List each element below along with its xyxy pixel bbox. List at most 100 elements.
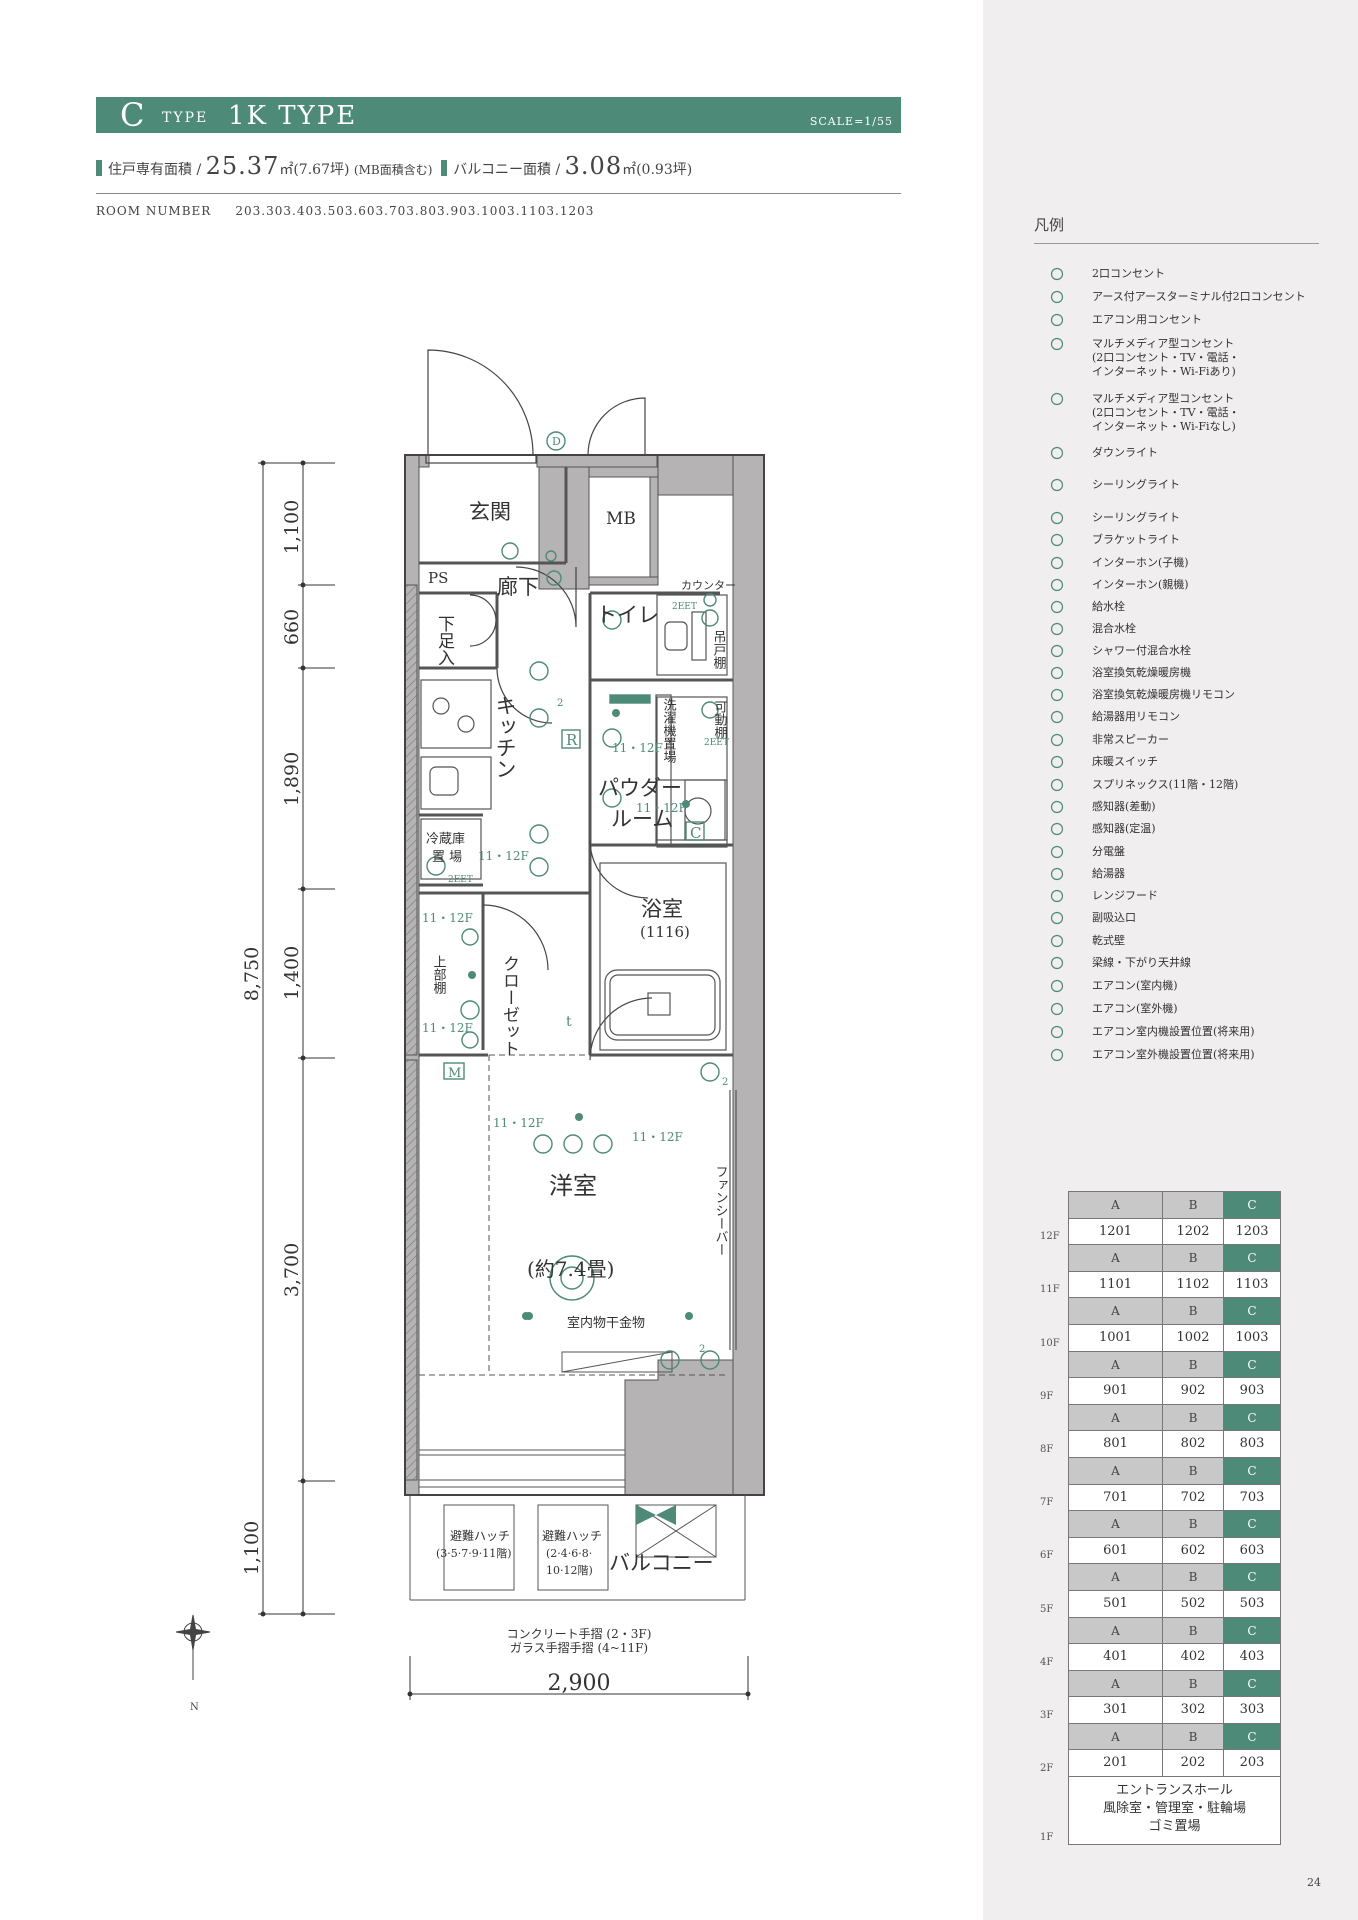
dim-width-2900: 2,900 bbox=[548, 1671, 611, 1696]
legend-label: 非常スピーカー bbox=[1092, 733, 1169, 746]
floor-cell-c: 603 bbox=[1223, 1536, 1281, 1564]
private-area-note: (MB面積含む) bbox=[353, 163, 433, 177]
floor-cell-c: C bbox=[1223, 1403, 1281, 1431]
water-heater-icon bbox=[636, 1505, 676, 1525]
legend-label: ブラケットライト bbox=[1092, 533, 1180, 546]
ground-line-1: エントランスホール bbox=[1116, 1783, 1233, 1799]
legend-label: マルチメディア型コンセント (2口コンセント・TV・電話・ インターネット・Wi… bbox=[1092, 337, 1240, 378]
beam-lines bbox=[419, 892, 727, 1376]
intercom-sub-icon bbox=[1048, 556, 1066, 570]
divider bbox=[96, 193, 901, 194]
legend-label: 混合水栓 bbox=[1092, 622, 1136, 635]
floor-note: 11・12F bbox=[493, 1116, 544, 1130]
outlet-2-icon bbox=[1048, 267, 1066, 281]
bracket-light-icon bbox=[1048, 533, 1066, 547]
water-heater-remote-icon bbox=[1048, 710, 1066, 724]
two-mark: 2 bbox=[557, 698, 563, 709]
emergency-speaker-icon bbox=[1048, 733, 1066, 747]
floor-cell-a: 901 bbox=[1068, 1377, 1162, 1404]
room-label-yokushitsu-size: (1116) bbox=[640, 923, 690, 941]
railing-note-1: コンクリート手摺 (2・3F) bbox=[507, 1626, 652, 1641]
dot-symbols bbox=[468, 709, 693, 1320]
bullet-square-icon bbox=[96, 160, 102, 176]
private-area-unit: ㎡(7.67坪) bbox=[279, 162, 350, 178]
floor-cell-c: 203 bbox=[1223, 1749, 1281, 1777]
floor-label: 8F bbox=[1040, 1444, 1054, 1455]
floor-cell-b: 302 bbox=[1162, 1696, 1223, 1723]
floor-cell-a: A bbox=[1068, 1616, 1162, 1644]
room-number-label: ROOM NUMBER bbox=[96, 204, 212, 218]
floor-cell-a: A bbox=[1068, 1722, 1162, 1750]
floor-cell-b: 902 bbox=[1162, 1377, 1223, 1404]
floor-cell-a: A bbox=[1068, 1297, 1162, 1324]
room-label-yoshitsu: 洋室 bbox=[549, 1172, 597, 1200]
floor-cell-b: B bbox=[1162, 1244, 1223, 1271]
floor-cell-c: C bbox=[1223, 1191, 1281, 1218]
ceiling-light-large-icon bbox=[1048, 478, 1066, 492]
floor-label: 3F bbox=[1040, 1710, 1054, 1721]
legend-label: 床暖スイッチ bbox=[1092, 755, 1158, 768]
private-area-value: 25.37 bbox=[205, 152, 280, 180]
floor-cell-b: B bbox=[1162, 1191, 1223, 1218]
divider bbox=[1034, 243, 1319, 244]
air-vent-icon bbox=[1048, 911, 1066, 925]
room-label-rouka: 廊下 bbox=[497, 575, 539, 599]
room-label-genkan: 玄関 bbox=[469, 500, 511, 524]
legend-label: エアコン(室内機) bbox=[1092, 979, 1178, 992]
c-mark: C bbox=[690, 824, 701, 842]
doors bbox=[425, 349, 653, 1061]
floor-cell-c: 303 bbox=[1223, 1696, 1281, 1723]
type-word: TYPE bbox=[162, 110, 209, 126]
eet-mark: 2EET bbox=[704, 738, 729, 748]
ground-line-3: ゴミ置場 bbox=[1148, 1819, 1201, 1835]
floor-cell-b: B bbox=[1162, 1456, 1223, 1484]
balcony-area bbox=[409, 1351, 746, 1601]
eet-mark: 2EET bbox=[448, 875, 473, 885]
floor-cell-c: C bbox=[1223, 1563, 1281, 1590]
floor-label: 11F bbox=[1040, 1284, 1060, 1296]
legend-label: マルチメディア型コンセント (2口コンセント・TV・電話・ インターネット・Wi… bbox=[1092, 392, 1240, 433]
legend-label: 給水栓 bbox=[1092, 600, 1125, 613]
floor-cell-c: C bbox=[1223, 1244, 1281, 1271]
room-label-yokushitsu: 浴室 bbox=[641, 897, 683, 921]
floor-cell-b: B bbox=[1162, 1563, 1223, 1590]
floor-cell-b: 1002 bbox=[1162, 1323, 1223, 1351]
room-label-sentaku: 洗濯機置場 bbox=[661, 698, 677, 763]
room-label-yoshitsu-size: (約7.4畳) bbox=[527, 1257, 614, 1281]
multimedia-outlet-icon bbox=[1048, 337, 1066, 351]
floor-label: 5F bbox=[1040, 1603, 1054, 1615]
floor-cell-c: C bbox=[1223, 1510, 1281, 1537]
room-label-powder-2: ルーム bbox=[611, 807, 673, 831]
room-label-kado: 可動棚 bbox=[712, 700, 728, 739]
north-label: N bbox=[190, 1702, 199, 1713]
fixture-symbols bbox=[426, 431, 720, 1370]
fixtures bbox=[420, 594, 737, 1350]
floor-cell-a: 1201 bbox=[1068, 1217, 1162, 1245]
floor-cell-a: A bbox=[1068, 1403, 1162, 1431]
room-label-ps: PS bbox=[428, 569, 448, 587]
room-label-hatch-1-floors: (3·5·7·9·11階) bbox=[436, 1546, 512, 1560]
legend-label: ダウンライト bbox=[1092, 446, 1158, 459]
floor-cell-c: C bbox=[1223, 1297, 1281, 1324]
floor-cell-a: 601 bbox=[1068, 1536, 1162, 1564]
legend-label: 2口コンセント bbox=[1092, 267, 1165, 280]
dry-wall bbox=[404, 1059, 418, 1481]
floor-cell-a: 501 bbox=[1068, 1589, 1162, 1617]
room-label-toilet: トイレ bbox=[596, 603, 659, 627]
room-number-value: 203.303.403.503.603.703.803.903.1003.110… bbox=[235, 204, 595, 218]
floor-note: 11・12F bbox=[632, 1130, 683, 1144]
area-summary: 住戸専有面積 / 25.37㎡(7.67坪) (MB面積含む) バルコニー面積 … bbox=[96, 152, 901, 180]
floor-plan: 1,100 660 1,890 1,400 3,700 1,100 8,750 … bbox=[175, 349, 765, 1713]
floor-cell-b: 1102 bbox=[1162, 1270, 1223, 1298]
floor-cell-c: C bbox=[1223, 1616, 1281, 1644]
